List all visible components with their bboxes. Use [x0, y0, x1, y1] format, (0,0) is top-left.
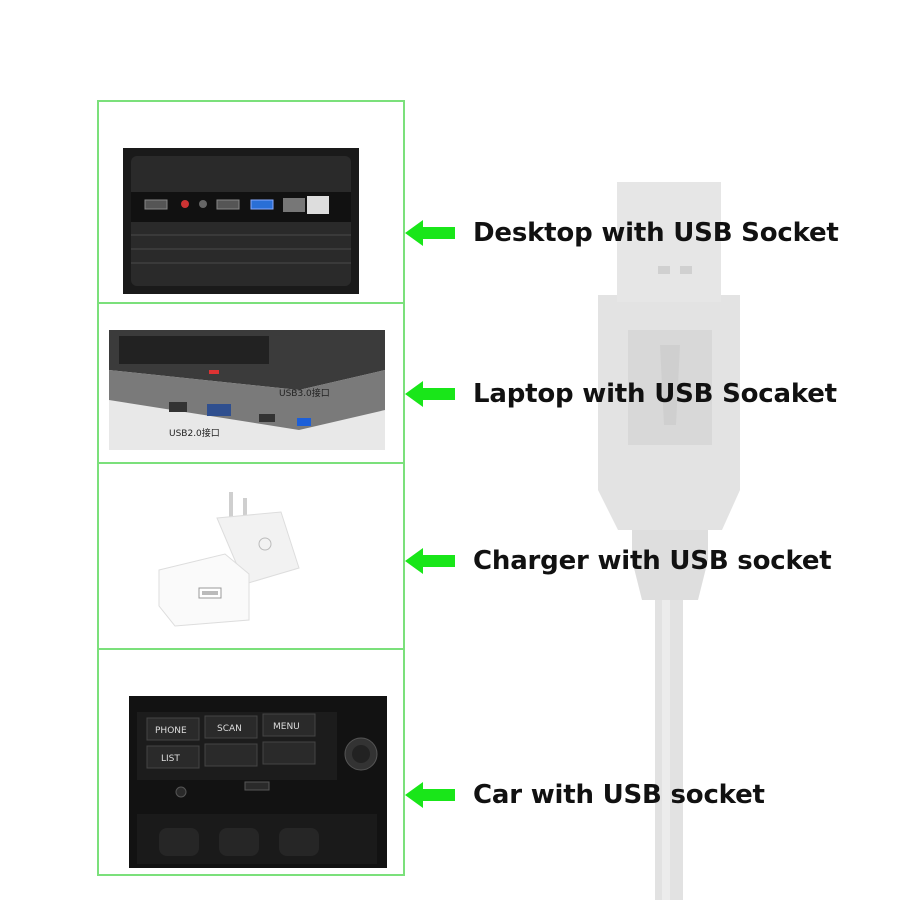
laptop-photo: USB3.0接口 USB2.0接口	[109, 330, 385, 450]
charger-label: Charger with USB socket	[473, 546, 832, 576]
car-label: Car with USB socket	[473, 780, 765, 810]
row-laptop: Laptop with USB Socaket	[405, 374, 837, 414]
charger-photo	[155, 488, 305, 628]
arrow-left-icon	[405, 220, 455, 246]
arrow-left-icon	[405, 782, 455, 808]
arrow-left-icon	[405, 548, 455, 574]
usb3-port-label: USB3.0接口	[279, 387, 330, 399]
car-phone-button: PHONE	[155, 726, 187, 736]
desktop-label: Desktop with USB Socket	[473, 218, 839, 248]
car-dashboard-photo: PHONE SCAN MENU LIST	[129, 696, 387, 868]
divider	[99, 648, 403, 650]
divider	[99, 302, 403, 304]
laptop-label: Laptop with USB Socaket	[473, 379, 837, 409]
desktop-photo	[123, 148, 359, 294]
row-charger: Charger with USB socket	[405, 541, 832, 581]
car-list-button: LIST	[161, 754, 180, 764]
car-menu-button: MENU	[273, 722, 300, 732]
row-car: Car with USB socket	[405, 775, 765, 815]
car-scan-button: SCAN	[217, 724, 242, 734]
usb2-port-label: USB2.0接口	[169, 427, 220, 439]
arrow-left-icon	[405, 381, 455, 407]
device-panel: USB3.0接口 USB2.0接口 PHONE SCAN ME	[97, 100, 405, 876]
divider	[99, 462, 403, 464]
row-desktop: Desktop with USB Socket	[405, 213, 839, 253]
